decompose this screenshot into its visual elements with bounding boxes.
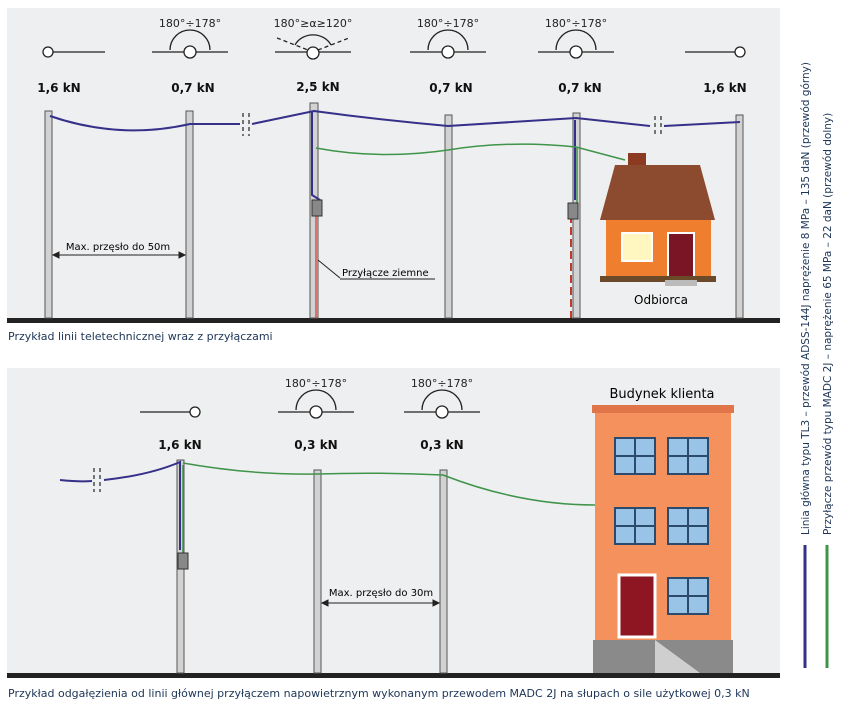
force-label: 1,6 kN [158, 438, 201, 452]
service-line [315, 143, 626, 205]
force-label: 0,7 kN [429, 81, 472, 95]
force-label: 0,3 kN [420, 438, 463, 452]
house-label: Odbiorca [634, 293, 688, 307]
span-label: Max. przęsło do 30m [329, 588, 433, 599]
angle-label: 180°≥α≥120° [274, 17, 353, 30]
force-label: 0,3 kN [294, 438, 337, 452]
top-ground [7, 318, 780, 323]
bottom-caption: Przykład odgałęzienia od linii głównej p… [8, 687, 750, 700]
angle-label: 180°÷178° [285, 377, 347, 390]
bottom-ground [7, 673, 780, 678]
force-label: 1,6 kN [37, 81, 80, 95]
ground-connection-label: Przyłącze ziemne [342, 268, 429, 279]
angle-label: 180°÷178° [417, 17, 479, 30]
angle-label: 180°÷178° [159, 17, 221, 30]
angle-label: 180°÷178° [411, 377, 473, 390]
house [600, 153, 716, 286]
client-building [592, 405, 734, 673]
force-label: 2,5 kN [296, 80, 339, 94]
legend-main-label: Linia główna typu TL3 – przewód ADSS-144… [800, 62, 812, 535]
legend-service-label: Przyłącze przewód typu MADC 2J – napręże… [822, 113, 834, 535]
building-label: Budynek klienta [609, 387, 714, 402]
angle-label: 180°÷178° [545, 17, 607, 30]
force-label: 0,7 kN [171, 81, 214, 95]
force-label: 1,6 kN [703, 81, 746, 95]
force-label: 0,7 kN [558, 81, 601, 95]
top-caption: Przykład linii teletechnicznej wraz z pr… [8, 330, 273, 343]
span-label: Max. przęsło do 50m [66, 242, 170, 253]
main-line [49, 109, 741, 201]
